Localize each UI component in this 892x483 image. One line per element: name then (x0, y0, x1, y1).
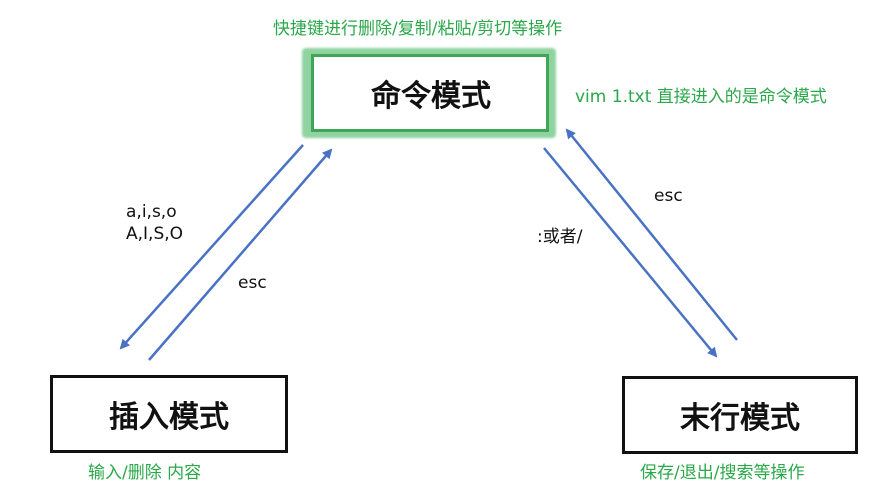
insert-mode-note: 输入/删除 内容 (88, 463, 202, 483)
to-lastline-keys: :或者/ (537, 227, 583, 247)
to-insert-keys-lower: a,i,s,o (126, 202, 177, 222)
insert-mode-label: 插入模式 (109, 400, 229, 435)
arrow-command-to-lastline (543, 147, 718, 358)
insert-mode-box: 插入模式 (50, 375, 288, 453)
command-mode-frame (311, 54, 549, 132)
arrow-insert-to-command (148, 148, 333, 361)
lastline-mode-note: 保存/退出/搜索等操作 (640, 463, 805, 483)
arrow-command-to-insert (119, 144, 304, 350)
from-insert-esc: esc (238, 273, 267, 293)
top-note: 快捷键进行删除/复制/粘贴/剪切等操作 (273, 19, 563, 39)
to-insert-keys-upper: A,I,S,O (126, 224, 184, 244)
command-mode-box: 命令模式 (318, 58, 544, 128)
arrow-lastline-to-command (565, 128, 738, 341)
lastline-mode-label: 末行模式 (680, 401, 800, 436)
from-lastline-esc: esc (654, 186, 683, 206)
lastline-mode-box: 末行模式 (622, 376, 858, 454)
command-mode-label: 命令模式 (371, 79, 491, 114)
command-mode-note: vim 1.txt 直接进入的是命令模式 (575, 87, 827, 107)
